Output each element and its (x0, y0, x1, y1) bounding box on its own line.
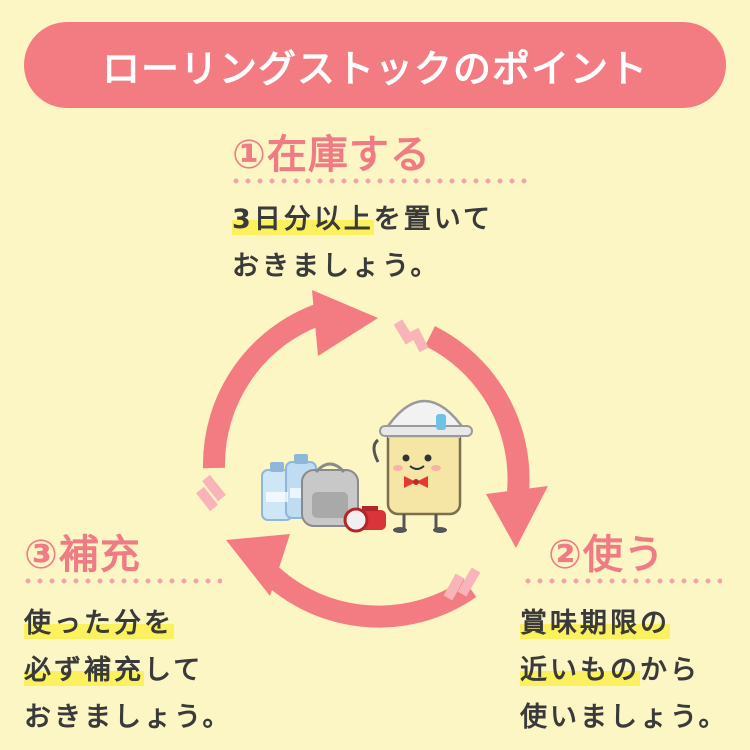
step-2-line-3: 使いましょう。 (520, 694, 728, 741)
step-3-heading: ③補充 (24, 532, 141, 578)
step-1-text-1: を置いて (373, 204, 493, 235)
step-3-text-3: おきましょう。 (24, 702, 233, 733)
step-2-line-2: 近いものから (520, 647, 728, 694)
flashlight-icon (343, 506, 386, 533)
cycle-arrow-bottom (226, 534, 481, 628)
step-3-line-1: 使った分を (24, 600, 232, 647)
step-3-line-3: おきましょう。 (24, 694, 232, 741)
backpack-icon (301, 462, 359, 527)
step-3-highlight-1: 使った分を (24, 608, 174, 639)
step-3-body: 使った分を 必ず補充して おきましょう。 (24, 600, 232, 741)
step-1-text-2: おきましょう。 (232, 251, 441, 282)
step-1-line-2: おきましょう。 (232, 243, 493, 290)
step-2-highlight-2: 近いもの (520, 655, 640, 686)
step-1-body: 3日分以上を置いて おきましょう。 (232, 196, 493, 290)
step-2-heading: ②使う (548, 532, 665, 578)
step-2-body: 賞味期限の 近いものから 使いましょう。 (520, 600, 728, 741)
cycle-arrow-top (196, 290, 378, 512)
step-2-line-1: 賞味期限の (520, 600, 728, 647)
step-2-text-3: 使いましょう。 (520, 702, 729, 733)
step-1-heading: ①在庫する (232, 132, 431, 178)
cycle-arrow-right (393, 319, 548, 548)
step-1-line-1: 3日分以上を置いて (232, 196, 493, 243)
title-banner: ローリングストックのポイント (24, 22, 726, 108)
page-title: ローリングストックのポイント (101, 46, 648, 91)
step-1-highlight-1: 3日分以上 (232, 204, 374, 235)
step-3-divider (22, 578, 222, 584)
step-3-line-2: 必ず補充して (24, 647, 232, 694)
step-2-text-2: から (640, 655, 700, 686)
step-3-highlight-2: 必ず補充 (24, 655, 144, 686)
canned-food-mascot-icon (372, 399, 473, 533)
step-2-highlight-1: 賞味期限の (520, 608, 670, 639)
step-2-divider (522, 578, 722, 584)
step-3-text-2: して (144, 655, 204, 686)
step-1-divider (230, 178, 530, 184)
